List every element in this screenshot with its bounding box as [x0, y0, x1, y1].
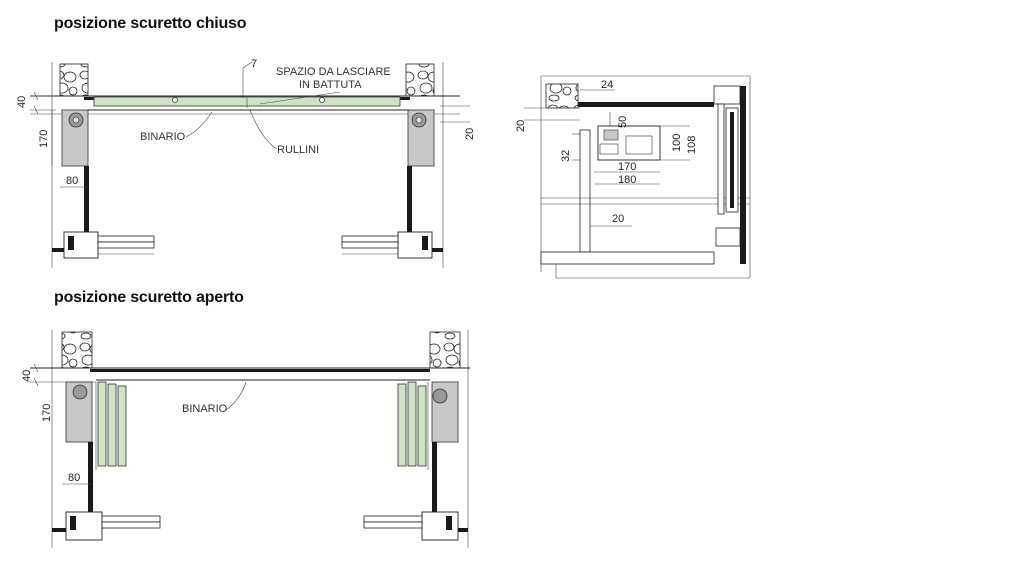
- dim-open-170: 170: [41, 404, 53, 422]
- dim-section-170: 170: [618, 161, 636, 173]
- open-position-plan: 40 170 80 BINARIO: [21, 330, 470, 548]
- dim-section-20: 20: [515, 120, 527, 132]
- dim-open-40: 40: [21, 370, 33, 382]
- dim-section-20b: 20: [612, 213, 624, 225]
- section-detail: 20 24 50 100 108 32 170 180 20: [515, 75, 751, 279]
- shutter-section: [579, 129, 591, 253]
- window-section-right: [713, 85, 746, 264]
- window-frame-right: [341, 231, 433, 259]
- dim-closed-170: 170: [38, 130, 50, 148]
- dim-section-32: 32: [560, 150, 572, 162]
- dim-section-50: 50: [617, 116, 629, 128]
- dim-open-80: 80: [68, 472, 80, 484]
- dim-section-180: 180: [618, 174, 636, 186]
- shutter-leaves-right-open: [397, 381, 429, 470]
- masonry-right: [405, 63, 435, 97]
- dim-section-108: 108: [686, 136, 698, 154]
- sill-section: [540, 251, 715, 265]
- closed-position-plan: 40 170 80 7 20 SPAZIO DA LASCIARE IN BAT…: [16, 58, 476, 268]
- dim-closed-40: 40: [16, 96, 28, 108]
- heading-open-position: posizione scuretto aperto: [54, 289, 244, 306]
- masonry-section: [545, 83, 579, 109]
- dim-closed-80: 80: [66, 175, 78, 187]
- label-gap-line1: SPAZIO DA LASCIARE: [276, 66, 391, 78]
- dim-section-100: 100: [671, 134, 683, 152]
- masonry-right-open: [429, 331, 461, 369]
- label-gap-line2: IN BATTUTA: [299, 79, 362, 91]
- shutter-leaves-left-open: [95, 381, 127, 470]
- window-frame-right-open: [363, 511, 459, 541]
- dim-closed-7: 7: [251, 58, 257, 70]
- window-frame-left-open: [65, 511, 161, 541]
- masonry-left-open: [61, 331, 93, 369]
- label-rail-open: BINARIO: [182, 403, 228, 415]
- heading-closed-position: posizione scuretto chiuso: [54, 15, 247, 32]
- window-frame-left: [63, 231, 155, 259]
- dim-section-24: 24: [601, 79, 613, 91]
- dim-closed-20: 20: [464, 128, 476, 140]
- label-rollers: RULLINI: [277, 144, 319, 156]
- masonry-left: [59, 63, 89, 97]
- label-rail-closed: BINARIO: [140, 131, 186, 143]
